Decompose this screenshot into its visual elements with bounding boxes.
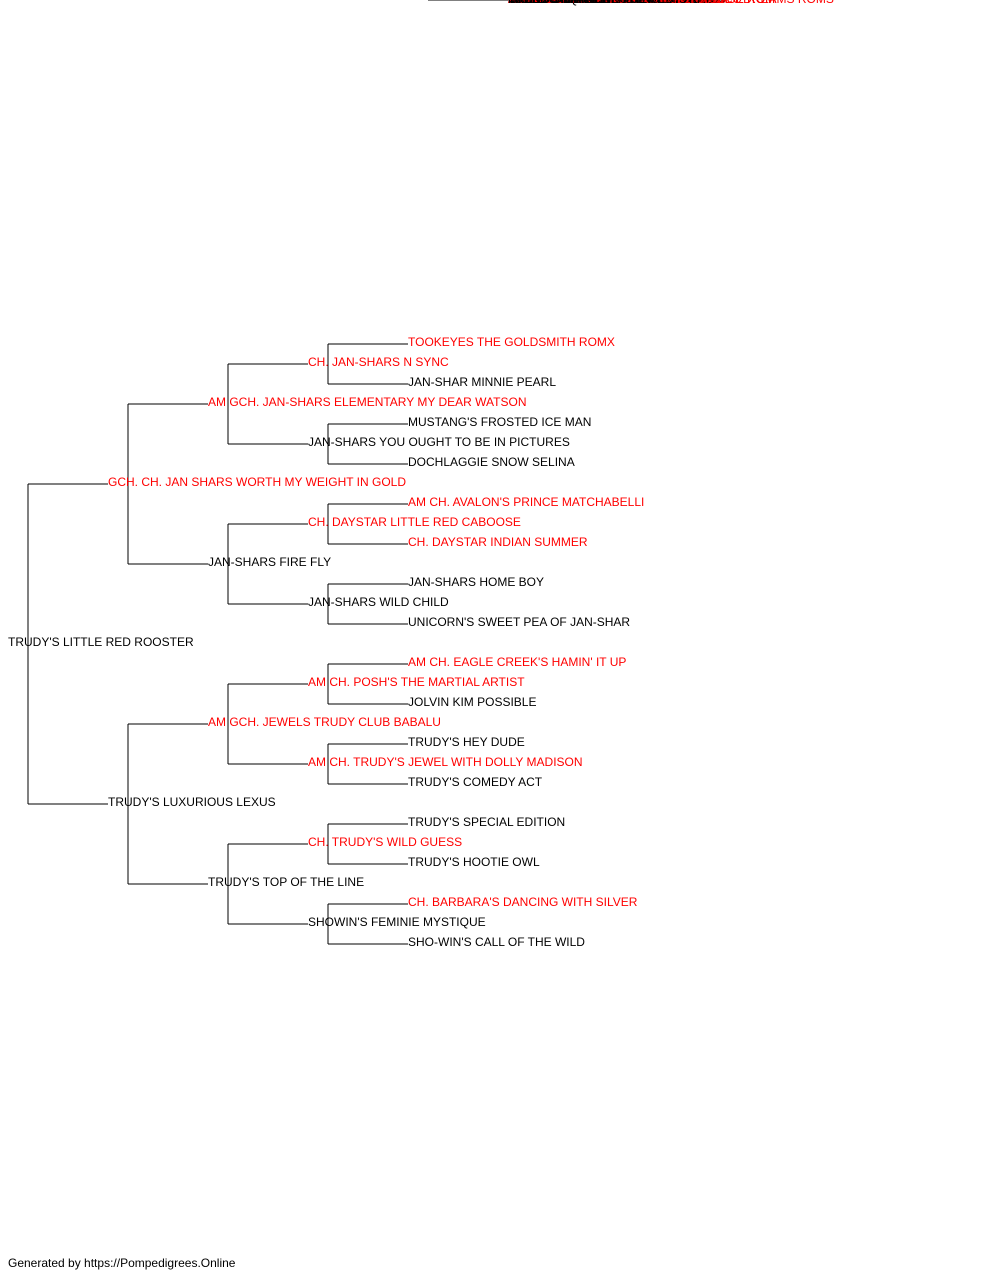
undefined-name: MUSTANG'S BRITTNEY CHRISTIN xyxy=(508,0,700,6)
great-great-grandparent-name: CH. BARBARA'S DANCING WITH SILVER xyxy=(408,895,638,909)
undefined-name: TRUDY'S CREAM DELITE ROM xyxy=(508,0,683,6)
undefined-name: AVALON'S QUEEN NEFERTITI xyxy=(508,0,676,6)
great-great-grandparent-name: SHO-WIN'S CALL OF THE WILD xyxy=(408,935,585,949)
great-great-grandparent-name: TRUDY'S HOOTIE OWL xyxy=(408,855,540,869)
undefined-name: HAZEL'S MY-T-FINE PRETY MISTY xyxy=(508,0,702,6)
undefined-name: CJ'S GAY CVILIER xyxy=(508,0,611,6)
great-great-grandparent-name: MUSTANG'S FROSTED ICE MAN xyxy=(408,415,591,429)
undefined-name: JAN-SHARS ASHLEY ROM xyxy=(508,0,657,6)
undefined-name: HEARTLAND'S A FLASH FROM HEAVN xyxy=(508,0,725,6)
undefined-name: TRUDY'S TINY TIM xyxy=(508,0,614,6)
undefined-name: DAYSTAR SUMMER RAIN xyxy=(508,0,652,6)
undefined-name: STOLANNE' JACFROST OF MUSTANG xyxy=(508,0,724,6)
great-great-grandparent-name: AM CH. AVALON'S PRINCE MATCHABELLI xyxy=(408,495,644,509)
undefined-name: KAYRA'S CALIF DREAM AT TRUDY'S xyxy=(508,0,714,6)
undefined-name: CH. VALCOPY WAKHAN HOLLYWOOD xyxy=(508,0,724,6)
grandparent-name: AM GCH. JEWELS TRUDY CLUB BABALU xyxy=(208,715,441,729)
footer-credit: Generated by https://Pompedigrees.Online xyxy=(8,1256,236,1270)
undefined-name: TRUDY'S MYRA xyxy=(508,0,598,6)
undefined-name: STARFIRE'S CONAN THE BARBARIAN xyxy=(508,0,723,6)
parent-name: GCH. CH. JAN SHARS WORTH MY WEIGHT IN GO… xyxy=(108,475,406,489)
great-great-grandparent-name: JAN-SHAR MINNIE PEARL xyxy=(408,375,556,389)
undefined-name: JAN-SHARS BAMBI xyxy=(508,0,617,6)
great-great-grandparent-name: JOLVIN KIM POSSIBLE xyxy=(408,695,536,709)
undefined-name: CH. TRUDY'S AIMING FOR THE TOP xyxy=(508,0,712,6)
grandparent-name: TRUDY'S TOP OF THE LINE xyxy=(208,875,364,889)
undefined-name: CJ'S GAY CVILIER xyxy=(508,0,611,6)
great-great-grandparent-name: JAN-SHARS HOME BOY xyxy=(408,575,544,589)
great-grandparent-name: JAN-SHARS YOU OUGHT TO BE IN PICTURES xyxy=(308,435,570,449)
undefined-name: CH. TRADITIONS LEGEND OF OAKRIDGE ROM xyxy=(508,0,775,6)
parent-name: TRUDY'S LUXURIOUS LEXUS xyxy=(108,795,276,809)
pedigree-names: TRUDY'S LITTLE RED ROOSTER GCH. CH. JAN S… xyxy=(8,0,834,949)
pedigree-connectors xyxy=(27,0,508,945)
undefined-name: WYNDLOR-N-DJS OLIVER TWIST ROM xyxy=(508,0,728,6)
undefined-name: AM CH. FIREBROOK'S TABASCO FIASCO xyxy=(508,0,742,6)
undefined-name: MITZI'S SPARKELING JEWEL xyxy=(508,0,672,6)
great-great-grandparent-name: UNICORN'S SWEET PEA OF JAN-SHAR xyxy=(408,615,630,629)
undefined-name: BIS/BISS AM/THAI CH PUFPRIDE SWEET DREAM… xyxy=(508,0,834,6)
great-grandparent-name: CH. TRUDY'S WILD GUESS xyxy=(308,835,462,849)
great-great-grandparent-name: TRUDY'S SPECIAL EDITION xyxy=(408,815,565,829)
undefined-name: TOOKEYES WELSH GOLD xyxy=(508,0,657,6)
undefined-name: TRUDY'S SPANISH PEANUT xyxy=(508,0,667,6)
subject-name: TRUDY'S LITTLE RED ROOSTER xyxy=(8,635,194,649)
great-great-grandparent-name: TOOKEYES THE GOLDSMITH ROMX xyxy=(408,335,615,349)
grandparent-name: JAN-SHARS FIRE FLY xyxy=(208,555,331,569)
undefined-name: UNICORN'S UNSINKABLE MOLLY B xyxy=(508,0,708,6)
great-grandparent-name: CH. JAN-SHARS N SYNC xyxy=(308,355,449,369)
undefined-name: DOCHLAGGIE DARCEY xyxy=(508,0,641,6)
great-great-grandparent-name: AM CH. EAGLE CREEK'S HAMIN' IT UP xyxy=(408,655,626,669)
great-grandparent-name: SHOWIN'S FEMINIE MYSTIQUE xyxy=(308,915,486,929)
great-grandparent-name: CH. DAYSTAR LITTLE RED CABOOSE xyxy=(308,515,521,529)
undefined-name: CH. TRADITIONS LEGEND OF OAKRIDGE ROM xyxy=(508,0,775,6)
great-grandparent-name: AM CH. POSH'S THE MARTIAL ARTIST xyxy=(308,675,525,689)
great-great-grandparent-name: DOCHLAGGIE SNOW SELINA xyxy=(408,455,575,469)
great-grandparent-name: JAN-SHARS WILD CHILD xyxy=(308,595,449,609)
undefined-name: UNICORN'S HIGH EXPECTATIONS xyxy=(508,0,702,6)
great-great-grandparent-name: TRUDY'S COMEDY ACT xyxy=(408,775,543,789)
great-great-grandparent-name: CH. DAYSTAR INDIAN SUMMER xyxy=(408,535,588,549)
undefined-name: DOCHLAGGIE DIZZY DUTCHESS xyxy=(508,0,695,6)
undefined-name: TOYLAND JOLVIN SOUTHERN SONG xyxy=(508,0,718,6)
undefined-name: TOYBOX VANILLA ICE AT TOOKEYES xyxy=(508,0,718,6)
grandparent-name: AM GCH. JAN-SHARS ELEMENTARY MY DEAR WAT… xyxy=(208,395,527,409)
great-great-grandparent-name: TRUDY'S HEY DUDE xyxy=(408,735,525,749)
undefined-name: CH. STOLANNE'S BACK TALK xyxy=(508,0,675,6)
great-grandparent-name: AM CH. TRUDY'S JEWEL WITH DOLLY MADISON xyxy=(308,755,583,769)
